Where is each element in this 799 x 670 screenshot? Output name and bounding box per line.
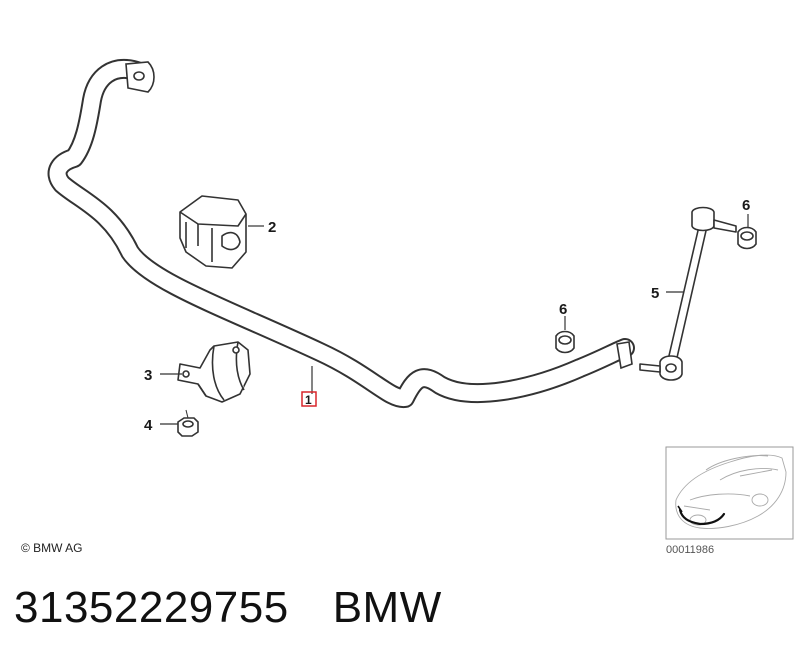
callout-3: 3 [144,367,152,384]
callout-1: 1 [305,393,312,407]
thumbnail-id: 00011986 [666,544,714,556]
bar-end-collar [616,341,633,370]
nut [177,409,199,437]
leader-lines [160,214,749,425]
callout-1-highlight-box [301,391,317,407]
brand-name: BMW [332,583,442,632]
callout-4: 4 [144,417,153,434]
bushing-lower [555,330,575,354]
part-number: 31352229755 [14,583,289,632]
bushing-upper [737,226,757,250]
part-caption: 31352229755 BMW [14,583,442,633]
callout-5: 5 [651,285,659,302]
stabilizer-bar [47,58,635,409]
link-rod [639,206,737,381]
mount-bracket [177,341,251,403]
callout-6-upper: 6 [742,197,750,214]
rubber-mount [179,195,247,269]
car-thumbnail [665,446,794,540]
callout-6-lower: 6 [559,301,567,318]
copyright-text: © BMW AG [21,541,83,555]
callout-2: 2 [268,219,276,236]
bar-end-eye [125,61,155,93]
